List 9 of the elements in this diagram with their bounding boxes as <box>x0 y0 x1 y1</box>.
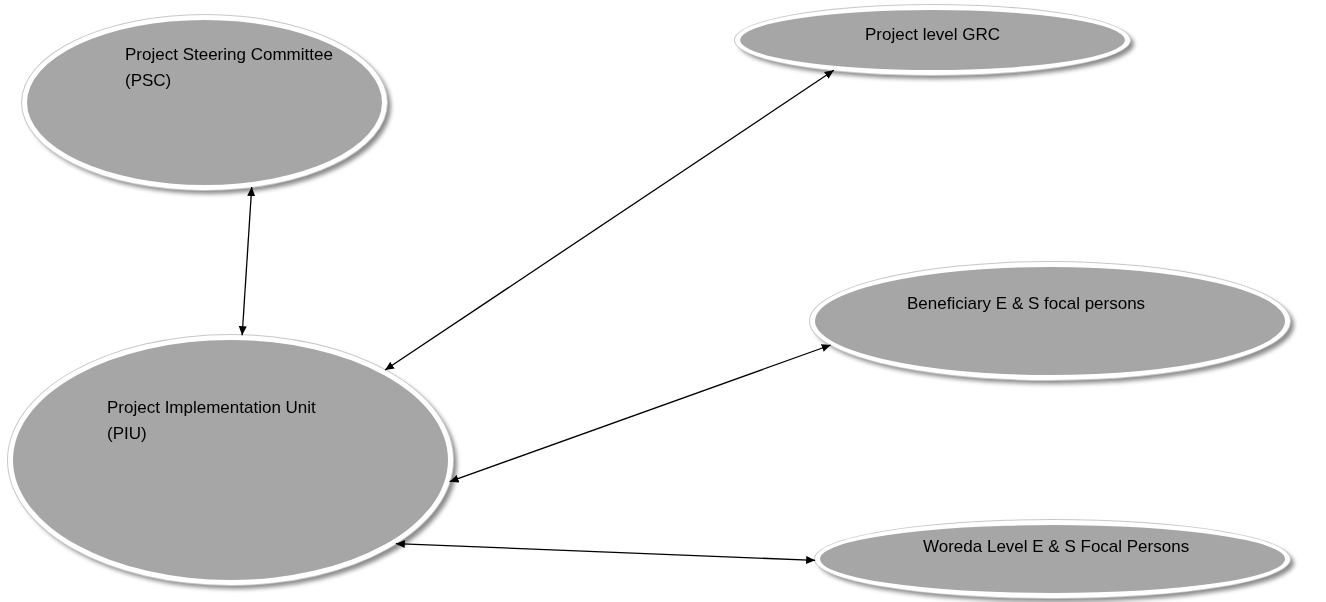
double-arrow <box>395 540 816 564</box>
node-label: Beneficiary E & S focal persons <box>907 293 1147 315</box>
node-label: Woreda Level E & S Focal Persons <box>923 536 1191 558</box>
double-arrow <box>448 344 832 483</box>
node-label: Project level GRC <box>865 24 1002 46</box>
node-label: Project Steering Committee (PSC) <box>125 44 334 92</box>
node-label: Project Implementation Unit (PIU) <box>107 397 317 445</box>
double-arrow <box>384 69 835 371</box>
double-arrow <box>238 186 256 336</box>
